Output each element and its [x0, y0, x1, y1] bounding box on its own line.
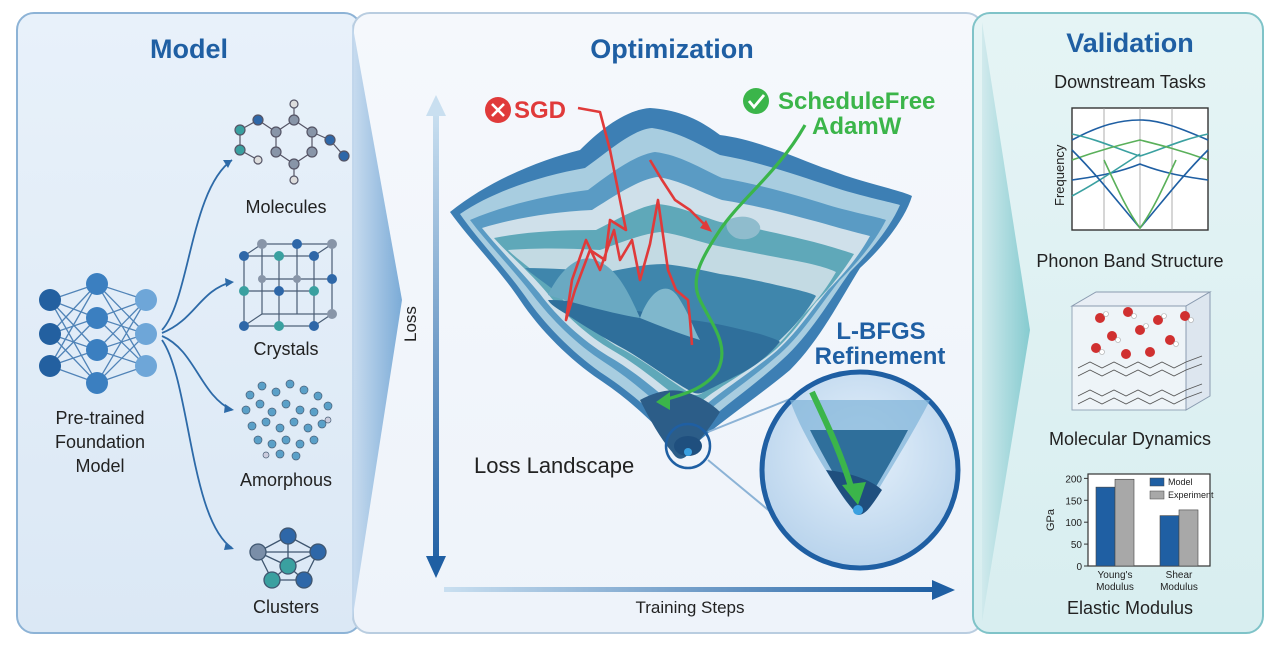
loss-axis [433, 112, 439, 570]
y-tick-label: 100 [1065, 518, 1082, 529]
schedulefree-arrow [656, 392, 670, 410]
elastic-label: Elastic Modulus [1066, 598, 1194, 618]
landscape-label: Loss Landscape [474, 453, 635, 478]
phonon-band-7 [1103, 159, 1177, 230]
phonon-band-1 [1071, 119, 1209, 141]
schedulefree-path [663, 124, 807, 402]
x-tick-label-line1: Shear [1166, 570, 1193, 581]
foundation-label-line1: Pre-trained [55, 408, 145, 428]
crystals-label: Crystals [253, 339, 319, 359]
y-tick-label: 200 [1065, 474, 1082, 485]
y-tick-label: 0 [1076, 562, 1082, 573]
bar-model-0 [1095, 486, 1116, 567]
landscape-focus-ring [664, 422, 712, 470]
training-steps-axis-arrow [932, 580, 955, 600]
x-tick-label-line2: Modulus [1096, 582, 1134, 593]
y-axis-label: GPa [1045, 508, 1057, 531]
y-tick-label: 50 [1071, 540, 1083, 551]
molecule-icon [234, 99, 350, 185]
foundation-label-line2: Foundation [54, 432, 146, 452]
amorphous-icon [241, 379, 333, 461]
sgd-branch-arrow [700, 220, 712, 232]
bar-model-1 [1159, 515, 1180, 567]
phonon-band-4 [1071, 163, 1209, 181]
validation-title: Validation [1066, 28, 1194, 58]
cluster-icon [249, 527, 327, 589]
lbfgs-label-line1: L-BFGS [836, 318, 926, 345]
loss-axis-arrow-up [426, 95, 446, 116]
clusters-label: Clusters [252, 597, 319, 617]
optimization-title: Optimization [590, 34, 754, 64]
zoom-minimum-dot [853, 505, 863, 515]
sgd-branch [648, 159, 709, 229]
lbfgs-arrow [842, 482, 866, 505]
crystal-atoms [239, 239, 337, 331]
molecules-label: Molecules [245, 197, 327, 217]
zoom-connector-top [707, 394, 801, 433]
chevron-optimization-to-validation [982, 22, 1030, 622]
phonon-band-3 [1071, 139, 1209, 161]
md-label: Molecular Dynamics [1048, 429, 1212, 449]
legend-swatch [1149, 490, 1165, 500]
lbfgs-path [809, 390, 855, 491]
graphene-layer-1 [1077, 355, 1203, 377]
network-nodes [39, 273, 157, 394]
legend-swatch [1149, 477, 1165, 487]
graphene-layer-2 [1077, 383, 1203, 405]
model-title: Model [150, 34, 228, 64]
landscape-surface [450, 108, 912, 459]
water-molecules [1091, 307, 1190, 359]
bar-experiment-0 [1114, 478, 1135, 567]
training-steps-label: Training Steps [635, 598, 745, 617]
phonon-label: Phonon Band Structure [1036, 251, 1224, 271]
schedulefree-label-line2: AdamW [812, 113, 902, 140]
bar-experiment-1 [1178, 509, 1199, 567]
amorphous-label: Amorphous [239, 470, 333, 490]
loss-axis-arrow-down [426, 556, 446, 578]
model-panel [16, 12, 362, 634]
foundation-network-diagram [39, 99, 350, 589]
legend-label: Model [1168, 477, 1193, 487]
hydrogen-atoms [1099, 311, 1194, 355]
x-tick-label-line1: Young's [1098, 570, 1133, 581]
foundation-label-line3: Model [75, 456, 125, 476]
x-tick-label-line2: Modulus [1160, 582, 1198, 593]
downstream-tasks-label: Downstream Tasks [1054, 72, 1206, 92]
schedulefree-label-line1: ScheduleFree [778, 88, 936, 115]
phonon-band-2 [1071, 133, 1209, 157]
phonon-band-5 [1071, 153, 1141, 197]
schedulefree-check-icon [743, 88, 769, 114]
fanout-arrows [161, 159, 233, 549]
training-steps-axis [444, 587, 934, 592]
sgd-path [564, 106, 694, 346]
lbfgs-label-line2: Refinement [814, 343, 946, 370]
landscape-minimum-dot [684, 448, 692, 456]
y-tick-label: 150 [1065, 496, 1082, 507]
chevron-model-to-optimization [352, 22, 402, 622]
sgd-label: SGD [514, 97, 567, 124]
legend-label: Experiment [1168, 490, 1214, 500]
